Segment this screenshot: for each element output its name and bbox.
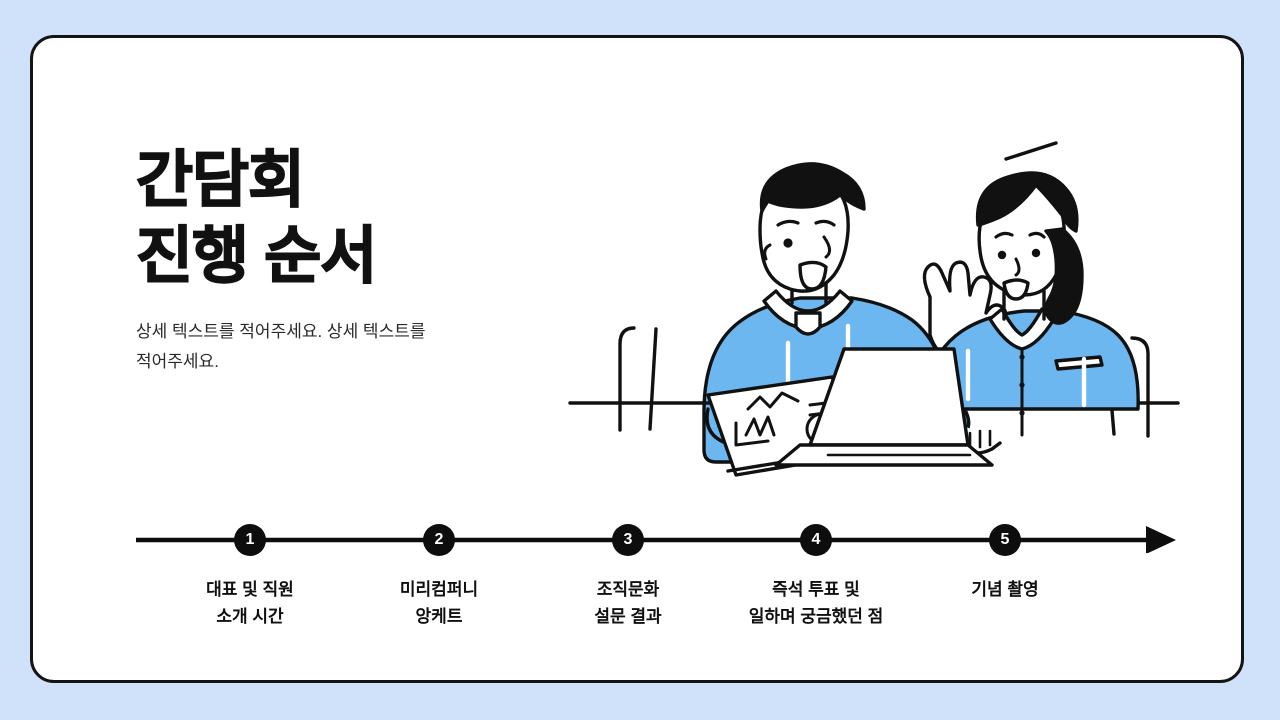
timeline-label-3: 조직문화 설문 결과	[594, 576, 661, 630]
page-title-line-1: 간담회	[135, 145, 306, 216]
page-title-line-2: 진행 순서	[135, 221, 378, 292]
timeline-label-5-line-1: 기념 촬영	[971, 580, 1039, 599]
headline-block: 간담회 진행 순서 상세 텍스트를 적어주세요. 상세 텍스트를 적어주세요.	[135, 143, 556, 377]
timeline-node-2[interactable]: 2	[423, 524, 455, 556]
timeline-label-4: 즉석 투표 및 일하며 궁금했던 점	[749, 576, 884, 630]
timeline-node-5[interactable]: 5	[989, 524, 1021, 556]
page-subtitle: 상세 텍스트를 적어주세요. 상세 텍스트를 적어주세요.	[136, 322, 426, 371]
timeline-label-2-line-1: 미리컴퍼니	[399, 580, 479, 599]
timeline-label-1: 대표 및 직원 소개 시간	[206, 576, 294, 630]
timeline-node-1[interactable]: 1	[234, 524, 266, 556]
timeline-label-2-line-2: 앙케트	[415, 607, 463, 626]
timeline-node-4[interactable]: 4	[800, 524, 832, 556]
timeline-label-4-line-2: 일하며 궁금했던 점	[748, 607, 884, 626]
timeline-label-3-line-1: 조직문화	[596, 580, 660, 599]
timeline-axis-arrow	[136, 526, 1176, 553]
timeline-label-1-line-1: 대표 및 직원	[206, 580, 294, 599]
timeline-label-5: 기념 촬영	[971, 576, 1038, 603]
timeline-label-1-line-2: 소개 시간	[216, 607, 284, 626]
timeline-label-4-line-1: 즉석 투표 및	[772, 580, 860, 599]
timeline-label-2: 미리컴퍼니 앙케트	[400, 576, 478, 630]
slide-card: 간담회 진행 순서 상세 텍스트를 적어주세요. 상세 텍스트를 적어주세요.	[30, 35, 1244, 683]
progress-timeline: 1 2 3 4 5 대표 및 직원 소개 시간 미리컴퍼니 앙케트 조직문화 설…	[136, 493, 1176, 653]
timeline-node-3[interactable]: 3	[612, 524, 644, 556]
timeline-label-3-line-2: 설문 결과	[594, 607, 662, 626]
two-colleagues-meeting-illustration	[538, 133, 1198, 493]
